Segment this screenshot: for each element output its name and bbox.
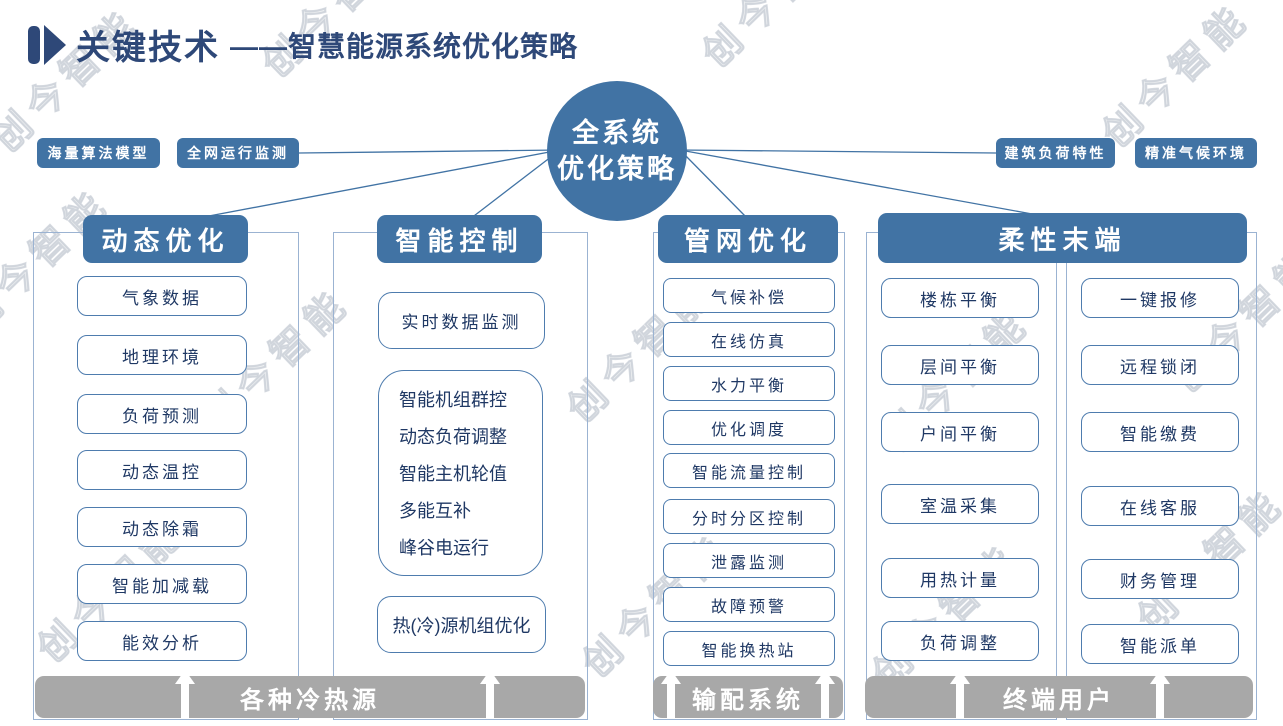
item-box: 负荷调整 [881,621,1039,661]
item-box: 一键报修 [1081,278,1239,318]
central-strategy-node: 全系统 优化策略 [547,81,687,221]
item-box: 户间平衡 [881,412,1039,452]
item-box: 水力平衡 [663,366,835,401]
bottom-bar-heat-sources: 各种冷热源 [35,670,585,718]
item-box: 故障预警 [663,587,835,622]
page-title: 关键技术 ——智慧能源系统优化策略 [28,20,578,69]
column-header-pipe-network: 管网优化 [658,215,838,263]
bottom-bar-end-users: 终端用户 [865,670,1253,718]
item-box: 智能换热站 [663,631,835,666]
item-box: 室温采集 [881,484,1039,524]
group-line: 动态负荷调整 [399,427,507,447]
tag-building-load: 建筑负荷特性 [996,138,1115,168]
central-node-line2: 优化策略 [557,154,677,184]
up-arrow-icon [1150,670,1170,718]
item-box: 能效分析 [77,621,247,661]
item-box: 层间平衡 [881,345,1039,385]
item-box: 智能加减载 [77,564,247,604]
up-arrow-icon [480,670,500,718]
bottom-bar-distribution-system: 输配系统 [653,670,843,718]
item-box: 优化调度 [663,410,835,445]
item-box: 智能流量控制 [663,453,835,488]
item-box: 气象数据 [77,276,247,316]
item-box: 智能缴费 [1081,412,1239,452]
title-main: 关键技术 [76,29,220,67]
bottom-bar-label: 输配系统 [692,686,804,714]
item-box: 财务管理 [1081,559,1239,599]
column-header-flexible-terminal: 柔性末端 [878,213,1247,263]
item-box: 在线仿真 [663,322,835,357]
bottom-bar-label: 各种冷热源 [240,686,380,714]
item-box: 远程锁闭 [1081,345,1239,385]
tag-network-monitoring: 全网运行监测 [177,138,299,168]
item-box: 智能派单 [1081,624,1239,664]
item-box: 实时数据监测 [378,292,545,349]
group-line: 多能互补 [399,501,471,521]
title-sub: ——智慧能源系统优化策略 [230,30,579,62]
column-header-dynamic-optimization: 动态优化 [83,215,248,263]
group-box-unit-control: 智能机组群控 动态负荷调整 智能主机轮值 多能互补 峰谷电运行 [378,370,543,576]
up-arrow-icon [661,670,681,718]
group-line: 智能主机轮值 [399,464,507,484]
group-line: 峰谷电运行 [399,538,489,558]
column-header-intelligent-control: 智能控制 [377,215,542,263]
up-arrow-icon [175,670,195,718]
tag-algorithm-models: 海量算法模型 [37,138,160,168]
item-box: 楼栋平衡 [881,278,1039,318]
item-box: 动态温控 [77,450,247,490]
group-line: 智能机组群控 [399,390,507,410]
item-box: 在线客服 [1081,486,1239,526]
bottom-bar-label: 终端用户 [1003,686,1115,714]
up-arrow-icon [815,670,835,718]
up-arrow-icon [950,670,970,718]
item-box: 泄露监测 [663,543,835,578]
item-box: 热(冷)源机组优化 [377,596,546,653]
item-box: 地理环境 [77,335,247,375]
title-marker-icon [28,24,66,65]
central-node-line1: 全系统 [572,118,662,148]
item-box: 用热计量 [881,558,1039,598]
item-box: 气候补偿 [663,278,835,313]
item-box: 分时分区控制 [663,499,835,534]
tag-climate-environment: 精准气候环境 [1135,138,1257,168]
item-box: 负荷预测 [77,394,247,434]
item-box: 动态除霜 [77,507,247,547]
